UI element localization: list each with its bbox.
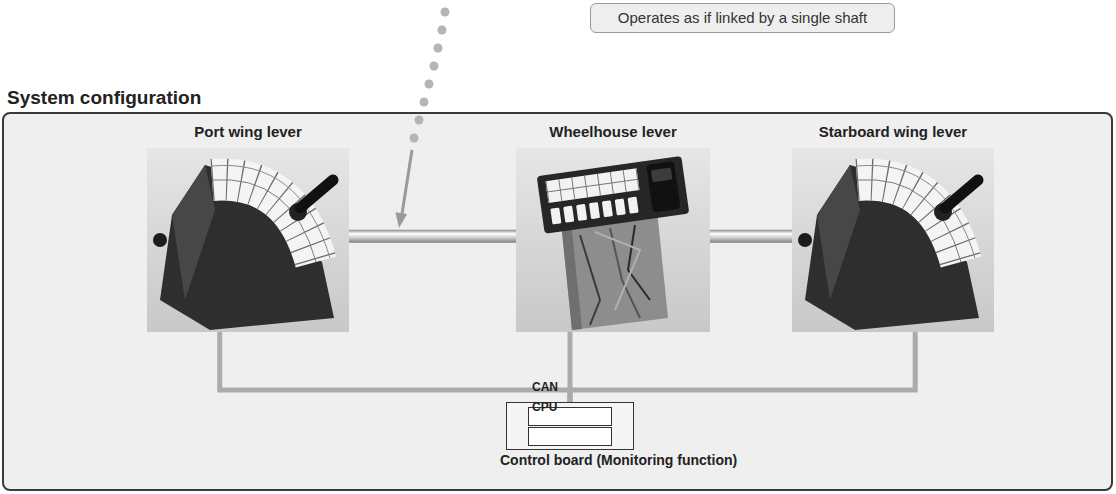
panel-ground xyxy=(2,112,1113,491)
control-board: Control board (Monitoring function)CANCP… xyxy=(506,402,634,450)
chip-block: CPU xyxy=(528,427,612,446)
callout-box: Operates as if linked by a single shaft xyxy=(590,3,895,33)
lever-label: Starboard wing lever xyxy=(792,123,994,141)
lever-label: Wheelhouse lever xyxy=(516,123,710,141)
chip-label: CAN xyxy=(532,381,558,394)
shaft-link xyxy=(349,230,516,243)
board-label: Control board (Monitoring function) xyxy=(500,453,640,468)
lever-unit: Port wing lever xyxy=(147,148,349,332)
port-lever-picture xyxy=(147,148,349,332)
shaft-link xyxy=(710,230,792,243)
wheelhouse-lever-picture xyxy=(516,148,710,332)
callout-leader xyxy=(395,8,449,229)
signal-wire xyxy=(570,332,915,402)
system-panel: System configurationPort wing leverWheel… xyxy=(2,112,1113,491)
signal-wire xyxy=(220,332,570,402)
callout-text: Operates as if linked by a single shaft xyxy=(618,9,867,27)
lever-unit: Wheelhouse lever xyxy=(516,148,710,332)
lever-label: Port wing lever xyxy=(147,123,349,141)
panel-heading: System configuration xyxy=(7,87,201,109)
starboard-lever-picture xyxy=(792,148,994,332)
lever-unit: Starboard wing lever xyxy=(792,148,994,332)
chip-label: CPU xyxy=(532,401,557,414)
